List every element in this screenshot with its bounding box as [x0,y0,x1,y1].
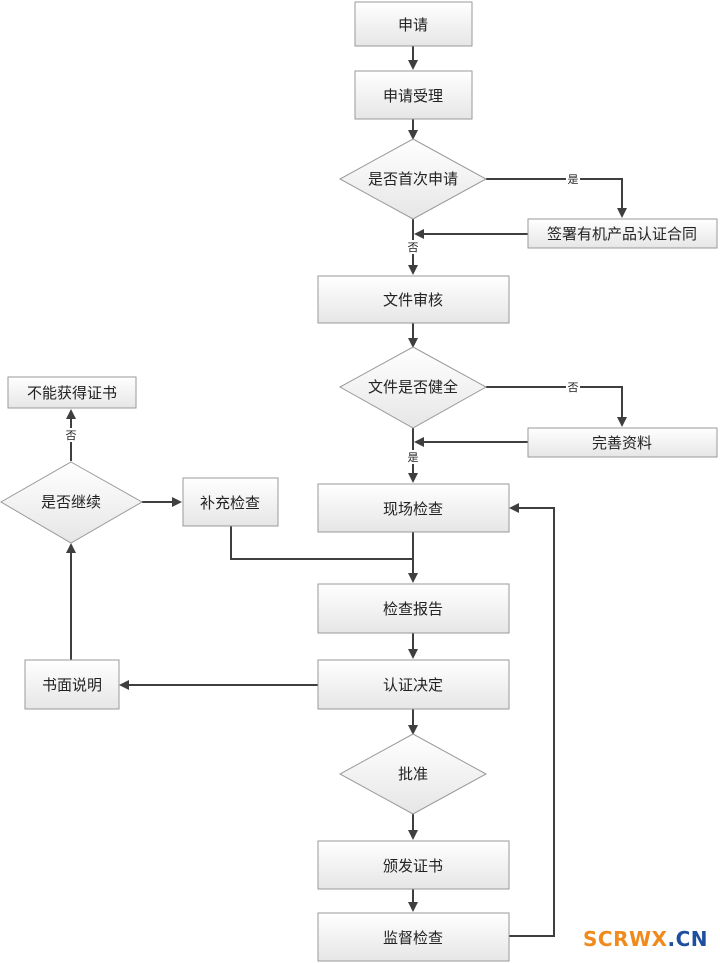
node-continue-label: 是否继续 [41,493,101,511]
node-accept-label: 申请受理 [383,87,443,105]
node-sign-contract-label: 签署有机产品认证合同 [547,225,697,243]
node-report-label: 检查报告 [383,600,443,618]
node-approve: 批准 [338,733,488,815]
node-continue: 是否继续 [0,461,144,544]
node-decision: 认证决定 [317,659,510,710]
node-apply: 申请 [354,1,473,47]
edge-extra-merge [230,526,413,560]
connectors [66,46,627,937]
node-sign-contract: 签署有机产品认证合同 [527,218,718,249]
edge-first-yes [486,178,627,218]
node-doc-complete-label: 文件是否健全 [368,378,458,396]
edge-doc-no [486,386,627,427]
watermark-part2: .CN [667,927,708,951]
node-first-apply-label: 是否首次申请 [368,170,458,188]
label-continue-no: 否 [66,429,77,442]
label-doc-no: 否 [568,381,579,394]
node-supervise: 监督检查 [317,912,510,962]
node-issue-label: 颁发证书 [383,857,443,875]
node-first-apply: 是否首次申请 [338,138,488,220]
node-written: 书面说明 [24,659,120,710]
node-extra-check-label: 补充检查 [200,494,260,512]
node-decision-label: 认证决定 [383,676,443,694]
edge-labels: 是 否 否 是 否 [64,172,580,464]
node-supervise-label: 监督检查 [383,929,443,947]
label-first-yes: 是 [568,173,579,186]
node-onsite-label: 现场检查 [383,500,443,518]
node-supplement: 完善资料 [527,427,718,458]
label-doc-yes: 是 [408,451,419,464]
node-written-label: 书面说明 [42,676,102,694]
node-extra-check: 补充检查 [182,477,279,527]
edge-supervise-loop [509,503,555,937]
node-supplement-label: 完善资料 [592,434,652,452]
watermark-part1: SCRWX [583,927,668,951]
node-no-cert: 不能获得证书 [7,376,137,409]
label-first-no: 否 [408,241,419,254]
node-no-cert-label: 不能获得证书 [27,384,117,402]
node-apply-label: 申请 [398,16,428,34]
node-approve-label: 批准 [398,765,428,783]
node-accept: 申请受理 [354,70,473,120]
node-issue: 颁发证书 [317,840,510,890]
node-doc-complete: 文件是否健全 [338,346,488,429]
watermark-logo: SCRWX.CN [583,927,708,951]
node-doc-review: 文件审核 [317,275,510,324]
node-doc-review-label: 文件审核 [383,291,443,309]
node-onsite: 现场检查 [317,483,510,533]
node-report: 检查报告 [317,583,510,634]
